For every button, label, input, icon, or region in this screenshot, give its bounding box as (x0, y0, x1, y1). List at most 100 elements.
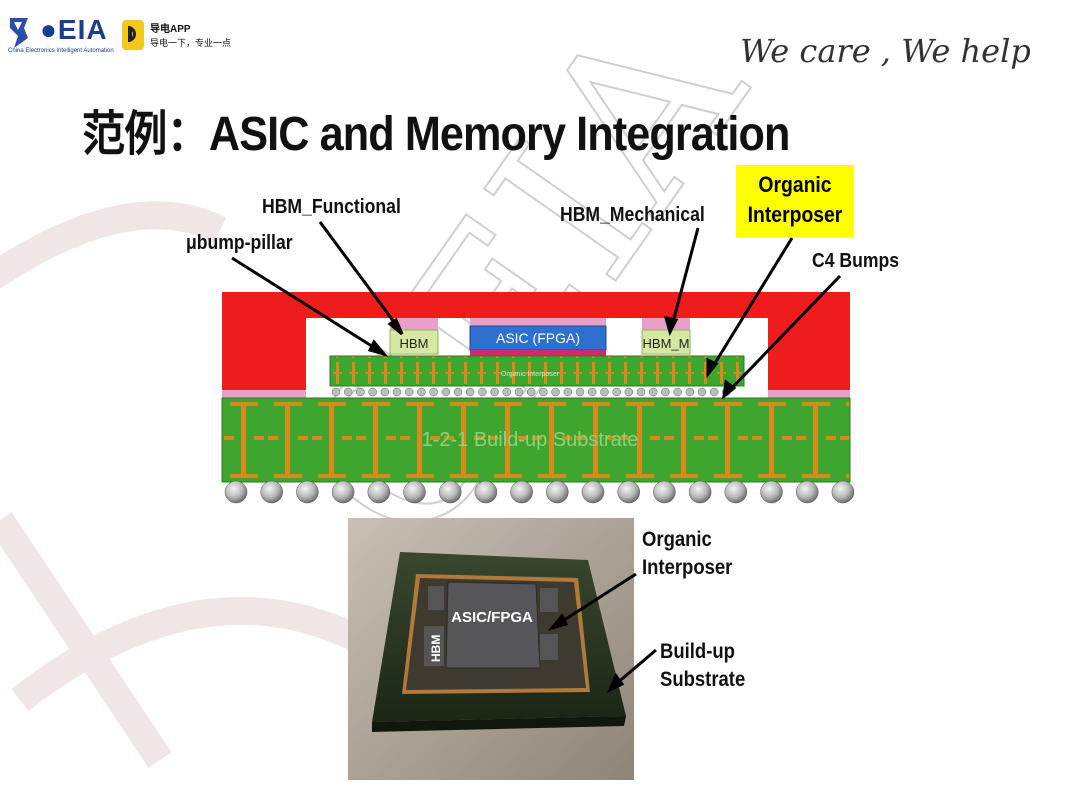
asic-chip: ASIC (FPGA) (469, 325, 607, 356)
c4-bump (563, 387, 573, 397)
photo-hbm-2 (540, 588, 558, 612)
app-slogan: 导电一下，专业一点 (150, 38, 232, 48)
bga-ball (296, 480, 319, 504)
organic-interposer: Organic Interposer (329, 355, 745, 387)
arrow-hbm-functional (318, 221, 402, 331)
bga-ball (653, 480, 676, 504)
bga-ball (367, 480, 391, 504)
photo-hbm-label: HBM (429, 635, 443, 662)
bga-ball (795, 480, 819, 504)
bga-balls (224, 480, 855, 504)
c4-bump (343, 387, 353, 397)
label-hbm-mechanical: HBM_Mechanical (560, 204, 705, 226)
organic-interposer-highlight (736, 165, 854, 237)
photo-hbm-3 (540, 634, 558, 660)
arrowhead-photo-interposer (547, 613, 569, 631)
bga-ball (581, 480, 605, 504)
svg-text:Organic Interposer: Organic Interposer (501, 371, 560, 378)
c4-bump (551, 387, 560, 397)
label-c4-bumps: C4 Bumps (812, 250, 900, 272)
c4-bump (502, 387, 512, 397)
c4-bump (587, 387, 597, 397)
bga-ball (403, 480, 426, 504)
bga-ball (510, 480, 533, 504)
c4-bump (539, 387, 548, 397)
arrow-c4-bumps (728, 274, 842, 392)
bga-ball (224, 480, 248, 504)
c4-bump (648, 387, 658, 397)
arrowhead-photo-substrate (607, 673, 625, 694)
c4-bump (661, 387, 670, 397)
photo-arrows (547, 572, 657, 694)
c4-bump (490, 387, 499, 397)
app-name: 导电APP (150, 24, 191, 35)
arrow-photo-interposer (557, 572, 637, 626)
label-organic: Organic (758, 172, 832, 197)
c4-bump (356, 387, 365, 397)
c4-bump (624, 387, 634, 397)
c4-bump (368, 387, 377, 397)
org-logo-text: ●EIA (40, 14, 108, 45)
c4-bump (429, 387, 438, 397)
bga-ball (724, 480, 748, 504)
page-title: 范例：ASIC and Memory Integration (82, 108, 790, 161)
arrowhead-c4-bumps (721, 379, 737, 400)
label-ubump-pillar: μbump-pillar (186, 232, 293, 254)
photo-label-organic: Organic (642, 528, 712, 551)
c4-bump (697, 387, 707, 397)
c4-bump (478, 387, 487, 397)
c4-bump (453, 387, 463, 397)
org-subtitle: China Electronics Intelligent Automation (8, 48, 114, 54)
c4-bump (612, 387, 621, 397)
lid-adhesive-right (768, 390, 850, 398)
svg-text:HBM_M: HBM_M (643, 336, 690, 351)
photo-hbm-1 (428, 586, 444, 610)
bga-ball (331, 480, 355, 504)
build-up-substrate: 1-2-1 Build-up Substrate (221, 397, 851, 483)
svg-text:HBM: HBM (400, 336, 429, 351)
watermark-swoosh-mid (11, 596, 367, 712)
org-logo-icon (8, 14, 30, 50)
photo-label-substrate: Substrate (660, 668, 746, 691)
lid-adhesive-left (222, 390, 306, 398)
svg-text:1-2-1 Build-up Substrate: 1-2-1 Build-up Substrate (422, 429, 639, 451)
bga-ball (688, 480, 712, 504)
callout-arrows (231, 221, 842, 400)
c4-bump (575, 387, 585, 397)
c4-bump (417, 387, 426, 397)
c4-bump (709, 387, 719, 397)
c4-bump (380, 387, 390, 397)
arrow-organic-interposer (710, 237, 794, 369)
tim-asic (470, 318, 606, 326)
arrowhead-hbm-mechanical (663, 316, 679, 337)
c4-bump (673, 387, 682, 397)
photo-label-build-up: Build-up (660, 640, 735, 663)
tim-hbm-right (642, 318, 690, 330)
bga-ball (617, 480, 640, 504)
arrowhead-hbm-functional (387, 317, 404, 336)
c4-bump (441, 387, 451, 397)
c4-bump (404, 387, 414, 397)
c4-bump (392, 387, 402, 397)
app-logo-icon (122, 20, 144, 50)
photo-asic-label: ASIC/FPGA (451, 609, 533, 626)
c4-bump (526, 387, 536, 397)
c4-bump (636, 387, 646, 397)
photo-substrate-edge (372, 716, 626, 732)
c4-bump (514, 387, 524, 397)
bga-ball (474, 480, 498, 504)
photo-asic-die (445, 581, 541, 669)
hbm-left-chip: HBM (389, 329, 439, 355)
arrow-photo-substrate (615, 648, 657, 686)
watermark-swoosh-bottom (0, 512, 172, 768)
c4-bump (465, 387, 475, 397)
svg-text:ASIC (FPGA): ASIC (FPGA) (496, 330, 580, 346)
tim-hbm-left (390, 318, 438, 330)
c4-bump (685, 387, 695, 397)
watermark-swoosh-top (0, 201, 227, 289)
hbm-right-chip: HBM_M (641, 329, 691, 355)
arrowhead-ubump (367, 339, 389, 357)
cross-section-diagram: HBM ASIC (FPGA) HBM_M Organic Interposer… (221, 221, 855, 504)
bga-ball (260, 480, 283, 504)
